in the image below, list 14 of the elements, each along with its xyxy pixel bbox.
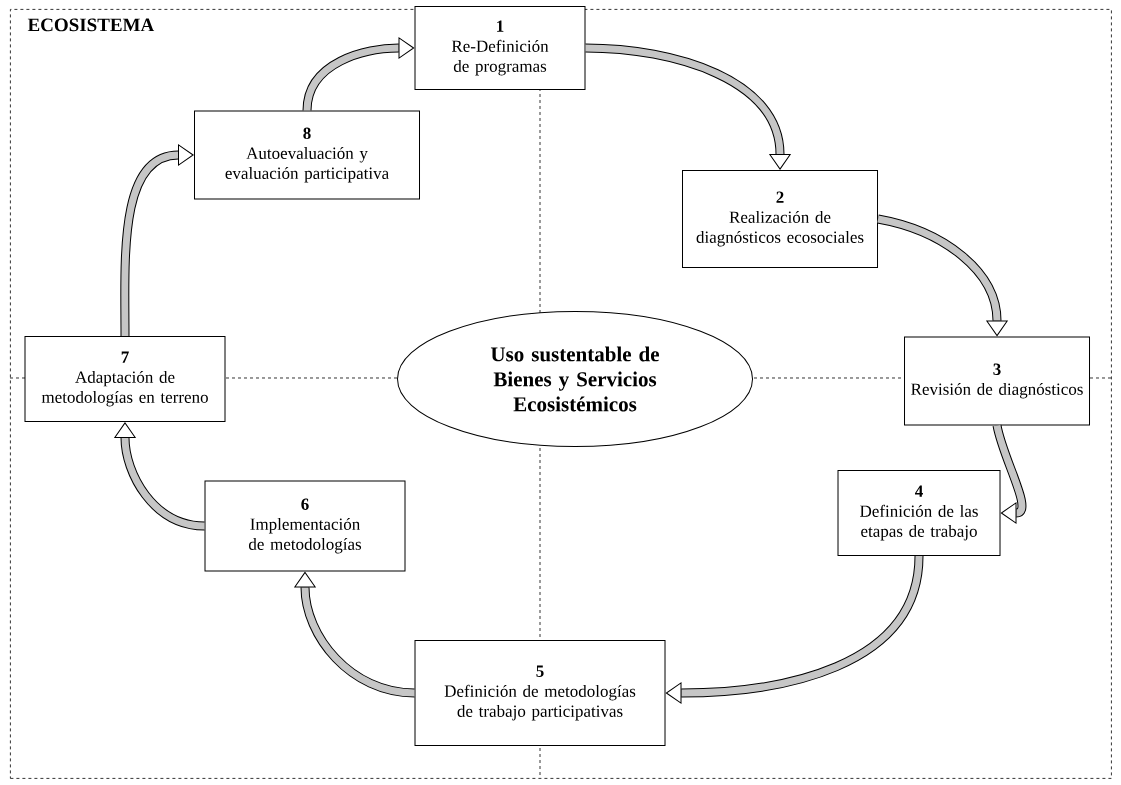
curved-arrow	[585, 43, 791, 170]
process-box: 2 Realización de diagnósticos ecosociales	[682, 170, 878, 268]
process-box: 6 Implementación de metodologías	[204, 480, 406, 572]
process-box: 5 Definición de metodologías de trabajo participativas	[414, 640, 666, 746]
curved-arrow	[114, 422, 205, 531]
curved-arrow	[302, 37, 415, 111]
curved-arrow	[877, 214, 1008, 337]
process-box: 1 Re-Definición de programas	[414, 6, 586, 90]
curved-arrow	[665, 555, 924, 704]
process-box: 3 Revisión de diagnósticos	[904, 336, 1090, 426]
curved-arrow	[992, 424, 1027, 524]
process-box: 7 Adaptación de metodologías en terreno	[24, 336, 226, 422]
process-box: 8 Autoevaluación y evaluación participativa	[194, 110, 420, 200]
process-box: 4 Definición de las etapas de trabajo	[837, 470, 1001, 556]
